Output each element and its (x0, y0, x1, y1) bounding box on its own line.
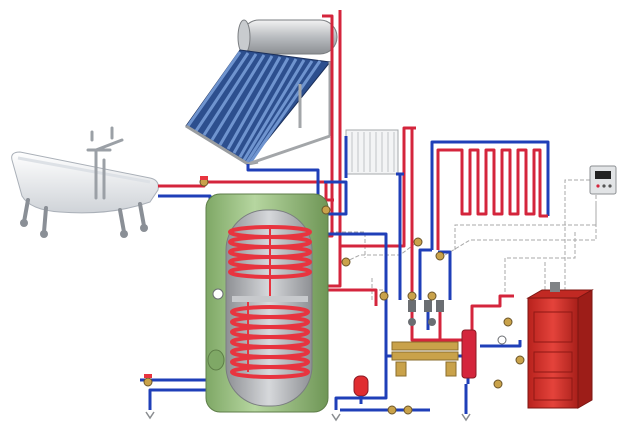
drain-funnels (145, 411, 471, 422)
solar-collector (185, 19, 338, 166)
lower-heating-coil (230, 305, 310, 379)
pressure-gauges (212, 288, 507, 345)
radiator (345, 129, 399, 175)
evacuated-tubes (186, 51, 322, 164)
distribution-manifold (391, 300, 459, 377)
control-wiring (330, 179, 597, 300)
bath-mixer-tap (86, 126, 124, 200)
solid-fuel-boiler (526, 282, 594, 409)
expansion-vessel (353, 375, 369, 404)
hydraulic-separator (461, 329, 477, 379)
underfloor-heating-loop (430, 140, 550, 250)
room-thermostat (589, 165, 617, 195)
bathtub (11, 126, 159, 238)
valves (143, 176, 525, 415)
hot-water-storage-tank (205, 193, 329, 413)
